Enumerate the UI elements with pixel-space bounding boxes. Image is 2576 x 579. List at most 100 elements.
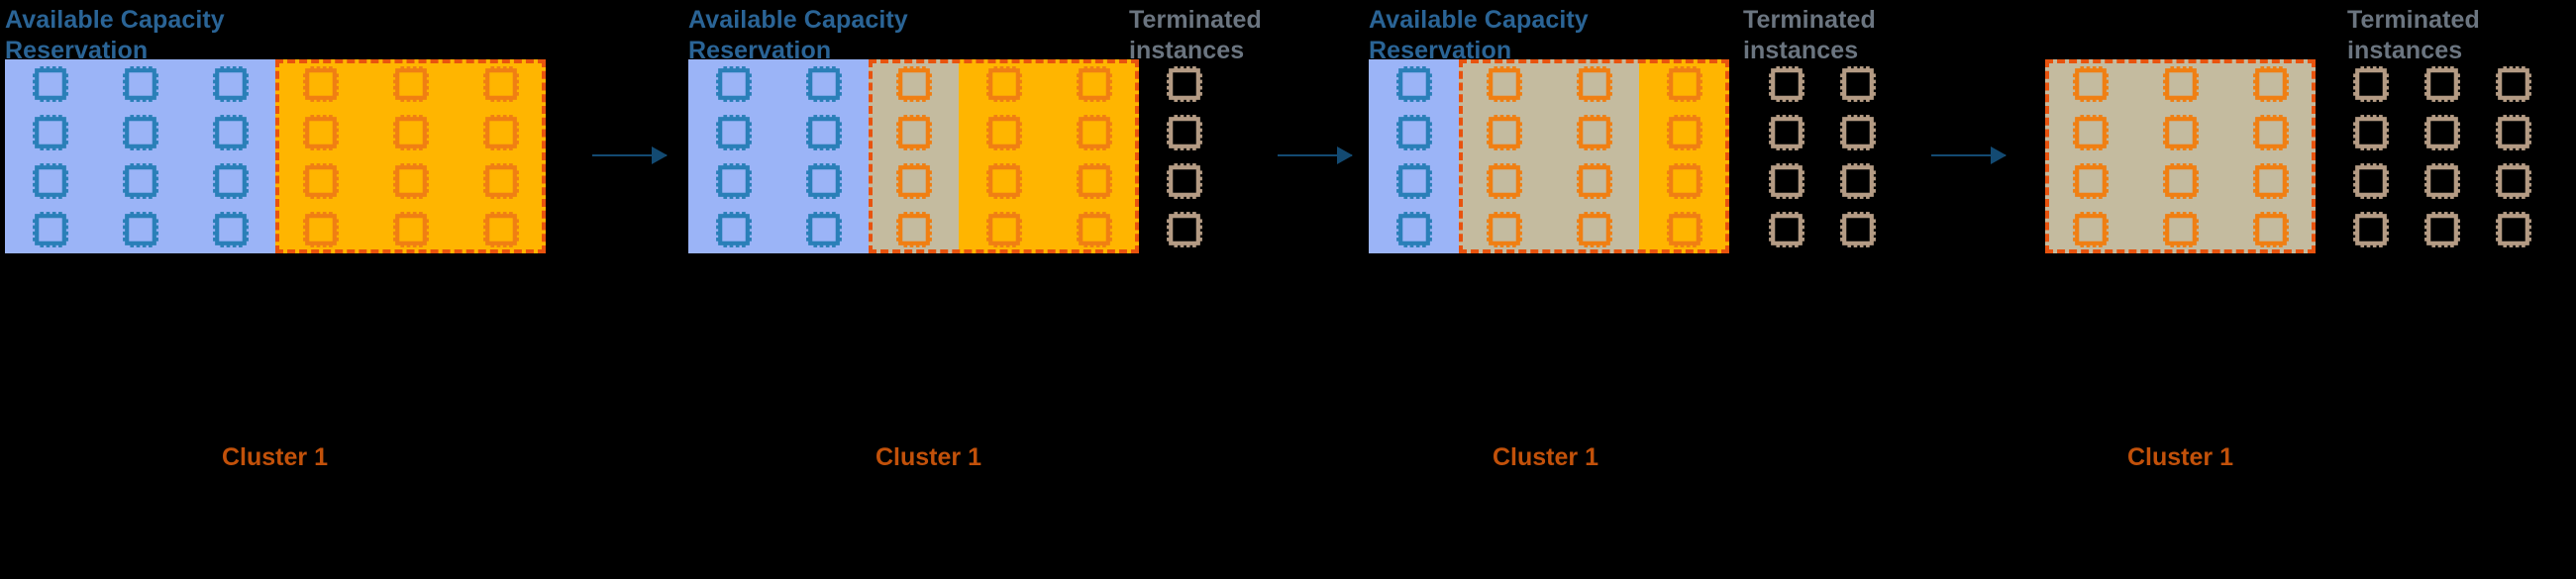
cpu-chip-icon-orange [388,158,434,204]
stage-1-column-5-orange [456,59,546,253]
cpu-chip-icon-terminated [2420,158,2465,204]
cpu-chip-icon-orange [981,110,1027,155]
cpu-chip-icon-orange [298,61,344,107]
cpu-chip-icon-orange [981,61,1027,107]
cpu-chip-icon-orange [478,158,524,204]
cpu-chip-icon-terminated [1162,110,1207,155]
cpu-chip-icon-orange [1662,110,1707,155]
cpu-chip-icon-orange [1482,110,1527,155]
stage-2-column-3-orange [959,59,1049,253]
stage-3-column-2-gray [1549,59,1639,253]
right-arrow-icon-2 [1278,146,1353,164]
cpu-chip-icon-terminated [1835,158,1881,204]
cpu-chip-icon-orange [1072,61,1117,107]
cpu-chip-icon-blue [208,158,254,204]
cpu-chip-icon-orange [1482,158,1527,204]
cpu-chip-icon-terminated [2491,61,2536,107]
stage-3-available-capacity-label: Available Capacity Reservation [1369,6,1589,64]
stage-1-column-2-blue [185,59,275,253]
cpu-chip-icon-orange [1572,207,1617,252]
cpu-chip-icon-orange [2248,158,2294,204]
cpu-chip-icon-orange [388,110,434,155]
cpu-chip-icon-blue [118,158,163,204]
cpu-chip-icon-blue [711,158,757,204]
cpu-chip-icon-blue [1391,61,1437,107]
cpu-chip-icon-orange [981,207,1027,252]
cpu-chip-icon-orange [2158,158,2204,204]
stage-2-cluster-label: Cluster 1 [876,443,981,471]
stage-2-available-capacity-label: Available Capacity Reservation [688,6,908,64]
stage-2-column-0-blue [688,59,778,253]
cpu-chip-icon-blue [801,61,847,107]
cpu-chip-icon-terminated [2491,158,2536,204]
cpu-chip-icon-orange [1662,207,1707,252]
cpu-chip-icon-terminated [2491,110,2536,155]
cpu-chip-icon-blue [28,61,73,107]
stage-1-column-4-orange [365,59,456,253]
cpu-chip-icon-terminated [2348,110,2394,155]
cpu-chip-icon-orange [2158,61,2204,107]
cpu-chip-icon-terminated [2491,207,2536,252]
cpu-chip-icon-orange [891,61,937,107]
stage-3-column-3-orange [1639,59,1729,253]
stage-3-column-0-blue [1369,59,1459,253]
cpu-chip-icon-orange [1662,158,1707,204]
cpu-chip-icon-orange [1572,110,1617,155]
stage-3-capacity-panel [1369,59,1729,253]
right-arrow-icon-1 [592,146,668,164]
cpu-chip-icon-orange [298,207,344,252]
cpu-chip-icon-orange [2248,61,2294,107]
cpu-chip-icon-blue [28,110,73,155]
cpu-chip-icon-blue [1391,207,1437,252]
cpu-chip-icon-orange [1662,61,1707,107]
stage-4-capacity-panel [2045,59,2316,253]
cpu-chip-icon-orange [2068,110,2113,155]
cpu-chip-icon-orange [1072,158,1117,204]
cpu-chip-icon-blue [801,158,847,204]
cpu-chip-icon-terminated [1764,61,1809,107]
cpu-chip-icon-orange [1482,207,1527,252]
stage-4-terminated-column-2 [2478,59,2549,253]
cpu-chip-icon-orange [1072,207,1117,252]
stage-4-cluster-label: Cluster 1 [2127,443,2233,471]
cpu-chip-icon-orange [1572,61,1617,107]
stage-2-capacity-panel [688,59,1139,253]
cpu-chip-icon-terminated [2348,207,2394,252]
cpu-chip-icon-terminated [1764,158,1809,204]
cpu-chip-icon-blue [801,207,847,252]
cpu-chip-icon-terminated [2420,61,2465,107]
cpu-chip-icon-orange [478,110,524,155]
stage-2-terminated-instances [1149,59,1220,253]
stage-4-terminated-instances [2335,59,2549,253]
right-arrow-icon-3 [1931,146,2007,164]
cpu-chip-icon-blue [118,207,163,252]
stage-2-column-1-blue [778,59,869,253]
cpu-chip-icon-blue [1391,158,1437,204]
stage-1-cluster-label: Cluster 1 [222,443,328,471]
stage-2-column-2-gray [869,59,959,253]
cpu-chip-icon-orange [2068,207,2113,252]
cpu-chip-icon-orange [298,158,344,204]
stage-2-terminated-column-0 [1149,59,1220,253]
cpu-chip-icon-orange [1072,110,1117,155]
cpu-chip-icon-terminated [2420,110,2465,155]
cpu-chip-icon-blue [118,61,163,107]
stage-3-terminated-column-0 [1751,59,1822,253]
cpu-chip-icon-terminated [1162,61,1207,107]
cpu-chip-icon-blue [801,110,847,155]
cpu-chip-icon-orange [2158,110,2204,155]
cpu-chip-icon-terminated [2348,158,2394,204]
cpu-chip-icon-blue [28,158,73,204]
cpu-chip-icon-blue [208,207,254,252]
cpu-chip-icon-orange [891,207,937,252]
cpu-chip-icon-terminated [2420,207,2465,252]
cpu-chip-icon-orange [1572,158,1617,204]
stage-4-terminated-column-1 [2407,59,2478,253]
stage-3-terminated-column-1 [1822,59,1894,253]
cpu-chip-icon-terminated [1162,158,1207,204]
cpu-chip-icon-orange [981,158,1027,204]
cpu-chip-icon-terminated [2348,61,2394,107]
stage-3-cluster-label: Cluster 1 [1493,443,1598,471]
cpu-chip-icon-blue [711,61,757,107]
